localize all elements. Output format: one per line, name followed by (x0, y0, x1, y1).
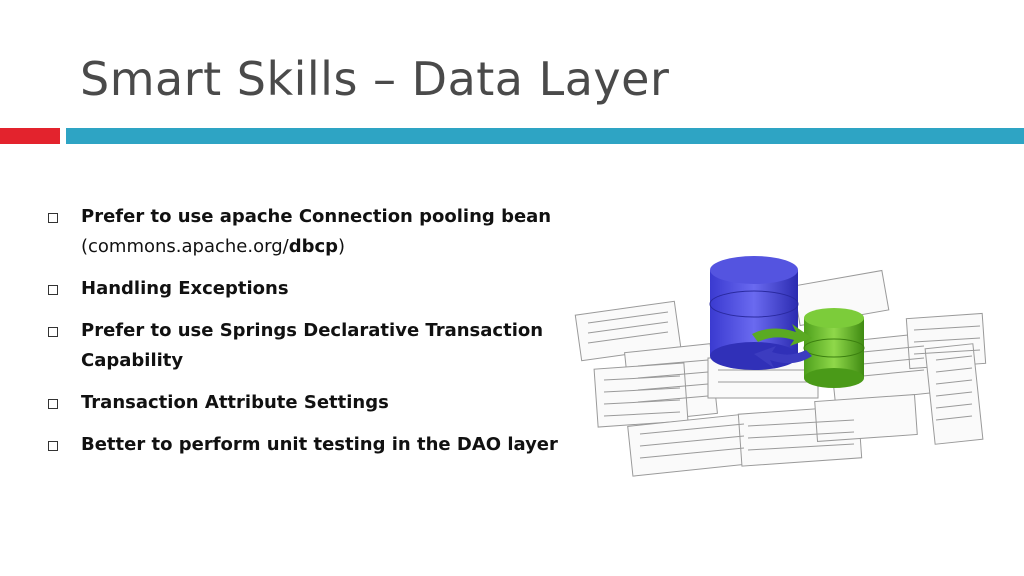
bullet-item: Handling Exceptions (44, 274, 564, 304)
bullet-item: Prefer to use apache Connection pooling … (44, 202, 564, 262)
square-bullet-icon (48, 285, 58, 295)
square-bullet-icon (48, 213, 58, 223)
bullet-text-bold-dbcp: dbcp (288, 236, 339, 257)
sync-arrow-blue (754, 346, 812, 368)
database-schema-illustration (568, 248, 1010, 500)
database-schema-icon (574, 256, 987, 477)
bullet-text: Better to perform unit testing in the DA… (81, 434, 558, 455)
blue-database-cylinder (709, 256, 799, 370)
bullet-item: Transaction Attribute Settings (44, 388, 564, 418)
bullet-text-close: ) (338, 236, 346, 257)
bullet-text: Handling Exceptions (81, 278, 289, 299)
square-bullet-icon (48, 327, 58, 337)
sync-arrow-green (752, 324, 812, 346)
bullet-list: Prefer to use apache Connection pooling … (44, 202, 564, 472)
accent-bar-blue (66, 128, 1024, 144)
bullet-text: Transaction Attribute Settings (81, 392, 389, 413)
green-database-cylinder (803, 308, 865, 388)
bullet-text-bold: Prefer to use apache Connection pooling … (81, 206, 552, 227)
square-bullet-icon (48, 399, 58, 409)
bullet-text: Prefer to use Springs Declarative Transa… (81, 320, 544, 371)
bullet-text-plain: (commons.apache.org/ (81, 236, 289, 257)
bullet-item: Prefer to use Springs Declarative Transa… (44, 316, 564, 376)
slide-title: Smart Skills – Data Layer (80, 52, 670, 106)
accent-bar-red (0, 128, 60, 144)
square-bullet-icon (48, 441, 58, 451)
bullet-item: Better to perform unit testing in the DA… (44, 430, 564, 460)
